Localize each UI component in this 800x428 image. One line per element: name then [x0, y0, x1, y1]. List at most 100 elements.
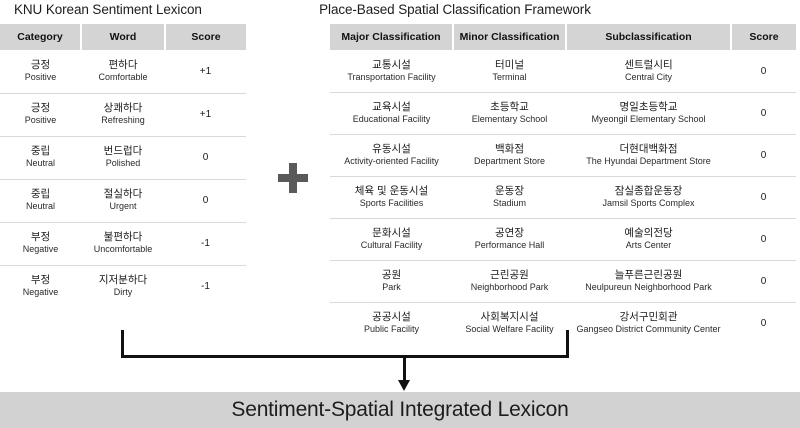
cell-subclassification-en: Central City [624, 71, 672, 82]
cell-category-en: Positive [24, 72, 57, 83]
cell-subclassification-en: Neulpureun Neighborhood Park [585, 281, 712, 292]
cell-major-classification-ko: 체육 및 운동시설 [354, 184, 429, 197]
cell-score: 0 [731, 260, 796, 303]
connector-line-horizontal [121, 355, 569, 358]
cell-score: 0 [731, 134, 796, 177]
cell-score: -1 [165, 265, 246, 308]
cell-score: 0 [731, 218, 796, 261]
cell-score: 0 [760, 65, 767, 77]
cell-minor-classification-ko: 초등학교 [490, 100, 529, 113]
cell-minor-classification-ko: 사회복지시설 [480, 310, 539, 323]
cell-major-classification-en: Park [382, 281, 401, 292]
cell-category-ko: 중립 [30, 145, 51, 158]
arrow-head-icon [398, 380, 410, 391]
cell-subclassification-ko: 예술의전당 [624, 226, 673, 239]
column-header-minor-classification: Minor Classification [453, 24, 567, 51]
cell-major-classification-en: Sports Facilities [359, 197, 424, 208]
cell-score: 0 [165, 136, 246, 180]
cell-subclassification-en: Myeongil Elementary School [591, 113, 706, 124]
output-banner-label: Sentiment-Spatial Integrated Lexicon [231, 398, 569, 421]
cell-minor-classification-en: Social Welfare Facility [465, 323, 554, 334]
column-header-subclassification: Subclassification [566, 24, 732, 51]
cell-major-classification-ko: 교육시설 [372, 100, 411, 113]
cell-category-en: Neutral [25, 158, 55, 169]
cell-subclassification-en: Jamsil Sports Complex [602, 197, 695, 208]
cell-category-ko: 긍정 [30, 59, 51, 72]
connector-line-down [403, 355, 406, 382]
cell-major-classification-en: Public Facility [363, 323, 419, 334]
cell-minor-classification-ko: 근린공원 [490, 268, 529, 281]
column-header-score: Score [731, 24, 796, 51]
cell-minor-classification-en: Neighborhood Park [470, 281, 549, 292]
right-panel-title: Place-Based Spatial Classification Frame… [319, 2, 591, 17]
cell-word-en: Polished [105, 158, 141, 169]
cell-major-classification-en: Cultural Facility [360, 239, 423, 250]
connector-line-left [121, 330, 124, 358]
cell-major-classification-ko: 유동시설 [372, 142, 411, 155]
plus-icon [278, 163, 308, 193]
cell-category-en: Negative [22, 287, 59, 298]
plus-icon-vertical-bar [289, 163, 297, 193]
connector-line-right [566, 330, 569, 358]
column-header-score: Score [165, 24, 246, 51]
cell-subclassification-ko: 센트럴시티 [624, 58, 673, 71]
cell-word-en: Urgent [109, 201, 137, 212]
cell-word-ko: 불편하다 [103, 231, 143, 244]
cell-category-en: Neutral [25, 201, 55, 212]
cell-word-ko: 번드럽다 [103, 145, 143, 158]
cell-category-ko: 중립 [30, 188, 51, 201]
column-header-word: Word [81, 24, 166, 51]
cell-major-classification-en: Activity-oriented Facility [344, 155, 439, 166]
cell-score: 0 [731, 176, 796, 219]
cell-category-en: Positive [24, 115, 57, 126]
cell-score: -1 [165, 222, 246, 266]
cell-subclassification-ko: 강서구민회관 [619, 310, 678, 323]
spatial-classification-table: Major Classification Minor Classificatio… [330, 24, 796, 344]
cell-minor-classification-ko: 터미널 [495, 58, 524, 71]
cell-category-en: Negative [22, 244, 59, 255]
cell-minor-classification-ko: 공연장 [495, 226, 524, 239]
cell-score: +1 [199, 66, 212, 77]
cell-word-en: Uncomfortable [93, 244, 153, 255]
cell-subclassification-ko: 늘푸른근린공원 [614, 268, 683, 281]
cell-major-classification-ko: 교통시설 [372, 58, 411, 71]
cell-major-classification-en: Educational Facility [352, 113, 431, 124]
cell-subclassification-ko: 잠실종합운동장 [614, 184, 683, 197]
table-header-row: Category Word Score [0, 24, 246, 51]
left-panel-title: KNU Korean Sentiment Lexicon [14, 2, 202, 17]
cell-major-classification-ko: 공공시설 [372, 310, 411, 323]
cell-category-ko: 부정 [30, 231, 51, 244]
cell-category-ko: 부정 [30, 274, 51, 287]
cell-minor-classification-en: Department Store [473, 155, 546, 166]
